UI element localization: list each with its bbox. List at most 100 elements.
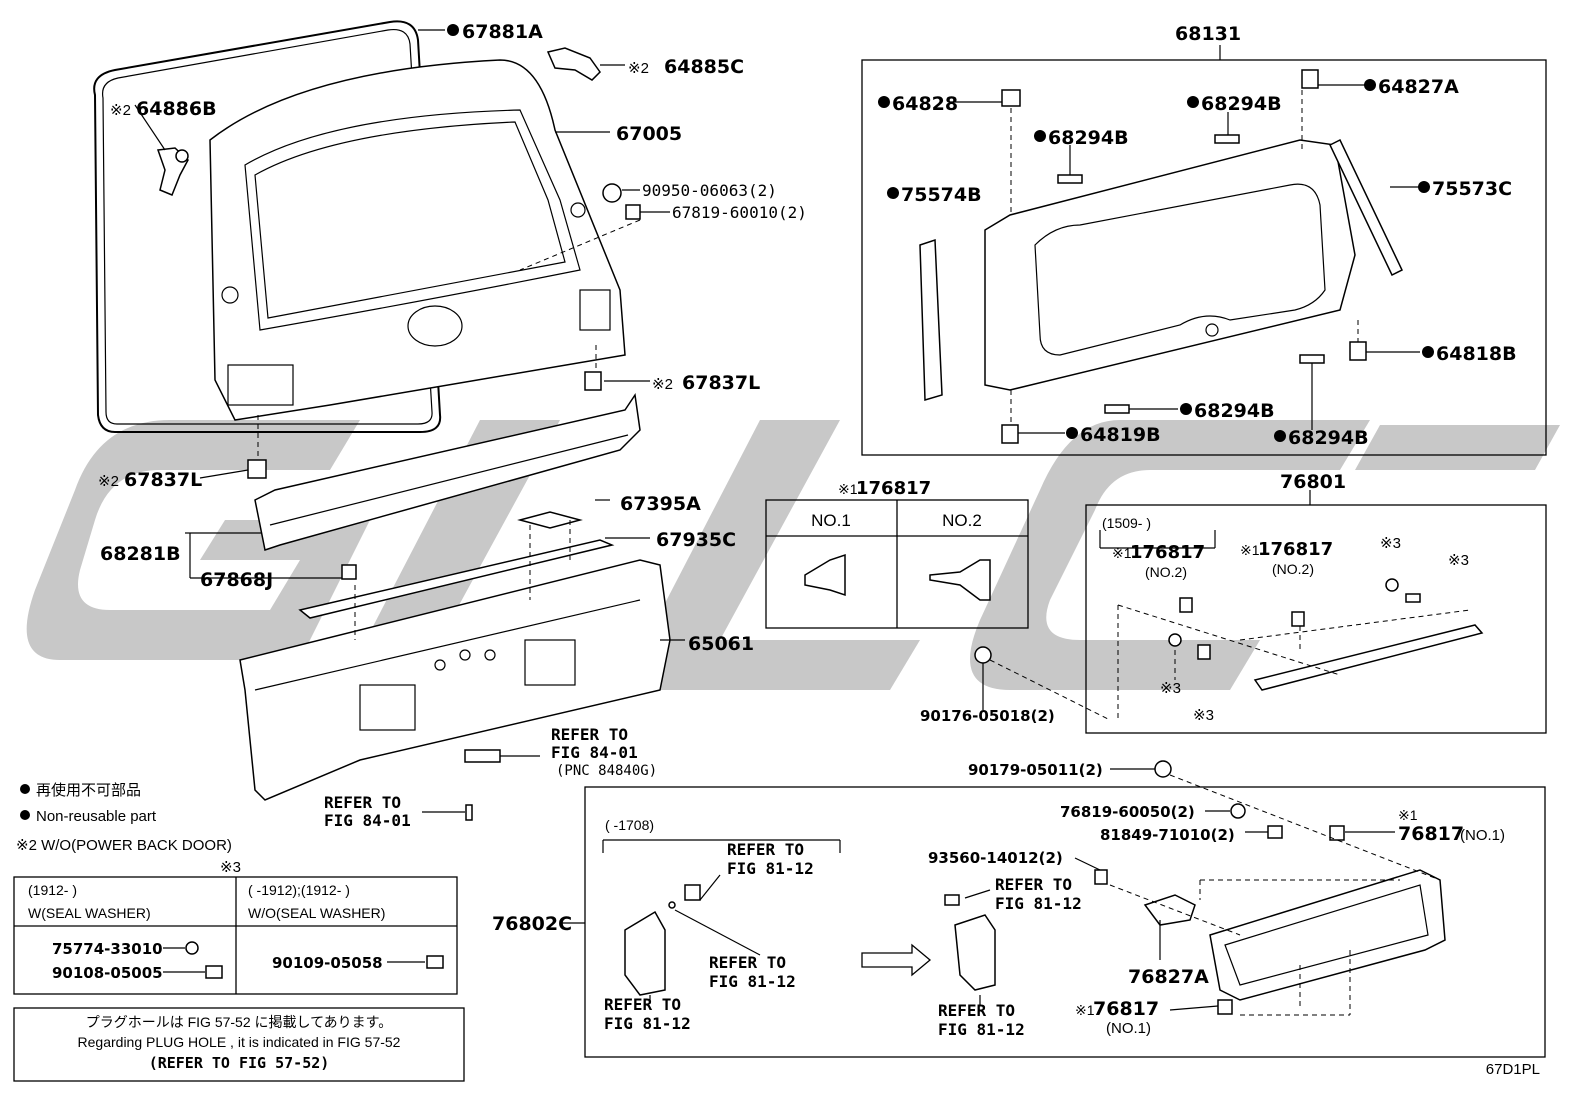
refer-81-12-d-line1: REFER TO [995, 875, 1072, 894]
watermark-l2 [620, 420, 920, 690]
clip-176817-a [1179, 597, 1193, 613]
lamp-bulb [668, 901, 676, 909]
lower-box-frame [584, 786, 1546, 1058]
garnish-box-frame [1085, 504, 1547, 734]
socket-84840G [464, 749, 501, 763]
label-76827A: 76827A [1128, 966, 1209, 988]
dot-68294B-top [1187, 96, 1199, 108]
dot-68294B-bot [1274, 430, 1286, 442]
leader-lines-left [134, 29, 685, 813]
dot-75573C [1418, 181, 1430, 193]
clip-64819B [1001, 424, 1019, 444]
label-176817-b-no: (NO.2) [1272, 561, 1314, 577]
mark-clip-table: ※1 [838, 481, 858, 497]
cushion-67819 [625, 204, 641, 220]
moulding-75574B [919, 238, 943, 401]
dot-67881A [447, 24, 459, 36]
dashed-guides-garnish [1117, 604, 1471, 720]
legend-dot-jp [20, 784, 30, 794]
plug-note-box [13, 1007, 465, 1082]
license-garnish-76801 [1253, 624, 1484, 691]
dot-68294B-left [1034, 130, 1046, 142]
label-65061: 65061 [688, 633, 754, 655]
washer-75774-icon [185, 941, 199, 955]
dashed-guides-glass [1010, 90, 1359, 425]
table-part-90109: 90109-05058 [272, 954, 383, 972]
mark-67837L-right: ※2 [652, 376, 673, 393]
refer-81-12-a-line2: FIG 81-12 [727, 859, 814, 878]
label-93560: 93560-14012(2) [928, 849, 1063, 867]
refer-84-01-b-line1: REFER TO [324, 793, 401, 812]
mark-w3-a: ※3 [1380, 535, 1401, 552]
screw-90108-icon [205, 965, 223, 979]
refer-81-12-d-line2: FIG 81-12 [995, 894, 1082, 913]
refer-81-12-b-line2: FIG 81-12 [709, 972, 796, 991]
lower-range: ( -1708) [605, 817, 654, 833]
label-90179: 90179-05011(2) [968, 761, 1103, 779]
refer-84-01-a-line2: FIG 84-01 [551, 743, 638, 762]
cover-67395A [517, 511, 583, 529]
label-176817-a-no: (NO.2) [1145, 564, 1187, 580]
bracket-67837L-left [247, 459, 267, 479]
diagram-code: 67D1PL [1486, 1061, 1540, 1078]
spacer-68294B-right [1299, 354, 1325, 364]
glass-box-frame [861, 59, 1547, 456]
dot-64827A [1364, 79, 1376, 91]
label-68294B-top: 68294B [1201, 93, 1282, 115]
mark-176817-b: ※1 [1240, 542, 1260, 558]
clip-76817-top [1329, 825, 1345, 841]
leader-lines-lower [649, 810, 1395, 1011]
clip-no2-icon [929, 559, 991, 601]
bracket-67837L-right [584, 371, 602, 391]
moulding-75573C [1329, 138, 1403, 277]
table-part-90108: 90108-05005 [52, 964, 163, 982]
dot-64819B [1066, 427, 1078, 439]
washer-b [1168, 633, 1182, 647]
watermark-bar [1355, 425, 1560, 470]
label-76801: 76801 [1280, 471, 1346, 493]
mark-176817-a: ※1 [1112, 545, 1132, 561]
label-176817-a: 176817 [1130, 542, 1205, 563]
label-68294B-bot: 68294B [1288, 427, 1369, 449]
nut-90179 [1154, 760, 1172, 778]
leader-lines-glass [950, 84, 1420, 434]
table-col2-head1: ( -1912);(1912- ) [248, 882, 350, 898]
label-76817-bot-no: (NO.1) [1106, 1020, 1151, 1037]
label-64818B: 64818B [1436, 343, 1517, 365]
table-col1-head2: W(SEAL WASHER) [28, 905, 151, 921]
washer-a [1385, 578, 1399, 592]
nut-90176 [974, 646, 992, 664]
clip-176817-b [1291, 611, 1305, 627]
legend-jp: 再使用不可部品 [36, 782, 141, 799]
label-90950: 90950-06063(2) [642, 181, 777, 200]
back-window-glass [984, 139, 1356, 391]
label-75574B: 75574B [901, 184, 982, 206]
seal-washer-table [13, 876, 458, 995]
dot-68294B-mid [1180, 403, 1192, 415]
label-68294B-mid: 68294B [1194, 400, 1275, 422]
legend-note2: ※2 W/O(POWER BACK DOOR) [16, 837, 232, 854]
clip-table [765, 499, 1029, 629]
refer-81-12-c-line2: FIG 81-12 [604, 1014, 691, 1033]
label-67395A: 67395A [620, 493, 701, 515]
mark-64886B: ※2 [110, 102, 131, 119]
plug-note-ref: (REFER TO FIG 57-52) [149, 1054, 330, 1072]
washer-76819 [1230, 803, 1246, 819]
refer-81-12-b-line1: REFER TO [709, 953, 786, 972]
hinge-64886B [156, 147, 189, 196]
dot-75574B [887, 187, 899, 199]
screw-81849 [1267, 825, 1283, 839]
back-door-67005 [209, 59, 626, 421]
label-75573C: 75573C [1432, 178, 1512, 200]
label-67881A: 67881A [462, 21, 543, 43]
dot-64828 [878, 96, 890, 108]
screw-93560 [1094, 869, 1108, 885]
label-64827A: 64827A [1378, 76, 1459, 98]
license-lamp-76802C [1209, 869, 1446, 1001]
bracket-76827A [1143, 894, 1196, 926]
refer-81-12-e-line1: REFER TO [938, 1001, 1015, 1020]
clip-64828 [1001, 89, 1021, 107]
spacer-68294B-left [1057, 174, 1083, 184]
